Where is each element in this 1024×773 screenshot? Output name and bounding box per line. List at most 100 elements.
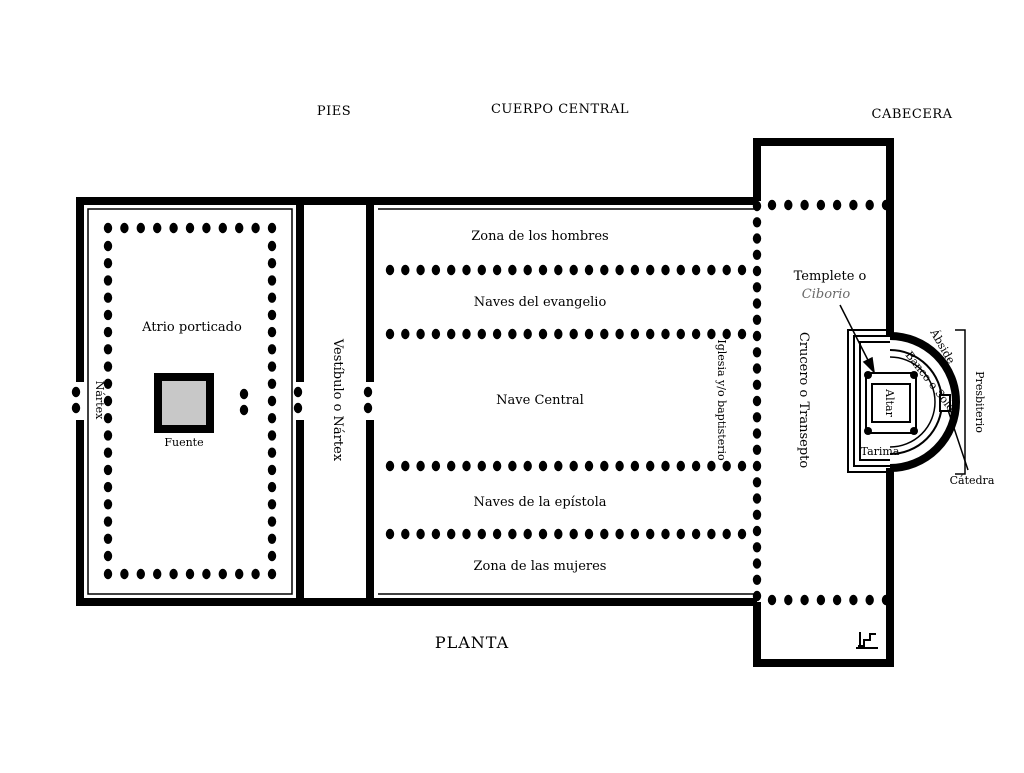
atrium-column: [267, 533, 277, 544]
nave-column: [646, 460, 655, 472]
transept-column: [752, 525, 762, 537]
atrium-column: [267, 258, 277, 269]
atrium-column: [169, 568, 178, 580]
entrance-column: [71, 386, 81, 398]
transept-column: [752, 477, 762, 488]
atrium-column: [267, 395, 277, 407]
apse-outer-arc: [889, 332, 960, 472]
label-zona-mujeres: Zona de las mujeres: [474, 559, 607, 574]
atrium-column: [103, 550, 113, 562]
nave-column: [722, 328, 731, 340]
plan-title: PLANTA: [435, 633, 509, 652]
ciborio-columns: [864, 371, 918, 435]
nave-column: [447, 460, 456, 472]
label-nave-central: Nave Central: [496, 393, 584, 408]
nave-column: [431, 264, 441, 276]
nave-column: [523, 460, 532, 472]
nave-column: [538, 460, 548, 472]
nave-column: [554, 460, 563, 472]
nave-column: [691, 460, 701, 472]
atrium-column: [103, 240, 113, 252]
atrium-column: [120, 222, 129, 234]
nave-column: [508, 460, 517, 472]
atrium-column: [169, 222, 178, 234]
nave-column: [462, 264, 471, 276]
atrium-column: [153, 222, 162, 234]
transept-column: [800, 199, 809, 211]
atrium-column: [120, 568, 129, 580]
transept-column: [784, 594, 793, 606]
tarima-platform: [847, 329, 890, 473]
label-ciborio: Ciborio: [802, 287, 851, 302]
nave-column: [737, 528, 747, 540]
nave-column: [569, 460, 578, 472]
atrium-column: [218, 222, 227, 234]
nave-column: [707, 264, 716, 276]
transept-column: [881, 594, 891, 606]
transept-column: [752, 412, 762, 423]
transept-column: [752, 330, 762, 342]
transept-column: [816, 594, 826, 606]
nave-column: [385, 328, 395, 340]
transept-column: [752, 460, 762, 472]
atrium-column: [239, 388, 249, 400]
atrium-column: [103, 275, 113, 286]
nave-column: [508, 328, 517, 340]
transept-column: [752, 298, 762, 309]
atrium-column: [267, 275, 277, 286]
label-fuente: Fuente: [164, 436, 203, 449]
nave-column: [600, 328, 609, 340]
nave-column: [722, 264, 731, 276]
transept-column: [752, 395, 762, 407]
atrium-column: [267, 516, 277, 527]
ciborio-frame: [865, 372, 917, 434]
tarima-line-3: [859, 341, 890, 461]
columns: [71, 199, 891, 606]
atrium-column: [239, 404, 249, 416]
leader-lines: [839, 304, 969, 475]
nave-column: [676, 528, 685, 540]
transept-column: [832, 594, 842, 606]
nave-column: [737, 328, 747, 340]
atrium-column: [251, 222, 260, 234]
entrance-column: [293, 402, 303, 414]
label-naves-epistola: Naves de la epístola: [474, 495, 607, 510]
transept-column: [767, 594, 777, 606]
atrium-column: [267, 309, 277, 321]
atrium-column: [218, 568, 227, 580]
nave-column: [661, 460, 670, 472]
nave-column: [584, 264, 594, 276]
atrium-column: [267, 292, 277, 303]
atrium-column: [267, 499, 277, 510]
nave-column: [584, 528, 594, 540]
transept-column: [752, 379, 762, 390]
nave-column: [508, 264, 517, 276]
nave-column: [447, 328, 456, 340]
nave-column: [477, 460, 486, 472]
nave-column: [600, 460, 609, 472]
apse-inner-arc-2: [889, 356, 936, 448]
nave-column: [416, 264, 425, 276]
nave-column: [492, 328, 502, 340]
nave-column: [661, 264, 670, 276]
stair-symbol: [856, 632, 878, 649]
nave-column: [401, 328, 410, 340]
nave-column: [615, 460, 624, 472]
catedra-seat: [939, 394, 951, 412]
nave-column: [737, 264, 747, 276]
nave-column: [508, 528, 517, 540]
entrance-column: [363, 386, 373, 398]
atrium-column: [136, 222, 145, 234]
catedra-leader: [947, 409, 969, 471]
header-cabecera: CABECERA: [872, 107, 953, 122]
walls: [76, 138, 894, 667]
nave-column: [523, 264, 532, 276]
atrium-column: [267, 464, 277, 476]
label-naves-evangelio: Naves del evangelio: [474, 295, 607, 310]
atrium-column: [103, 568, 113, 580]
atrium-column: [103, 378, 113, 389]
nave-column: [615, 328, 624, 340]
atrium-column: [267, 361, 277, 372]
atrium-column: [235, 222, 244, 234]
